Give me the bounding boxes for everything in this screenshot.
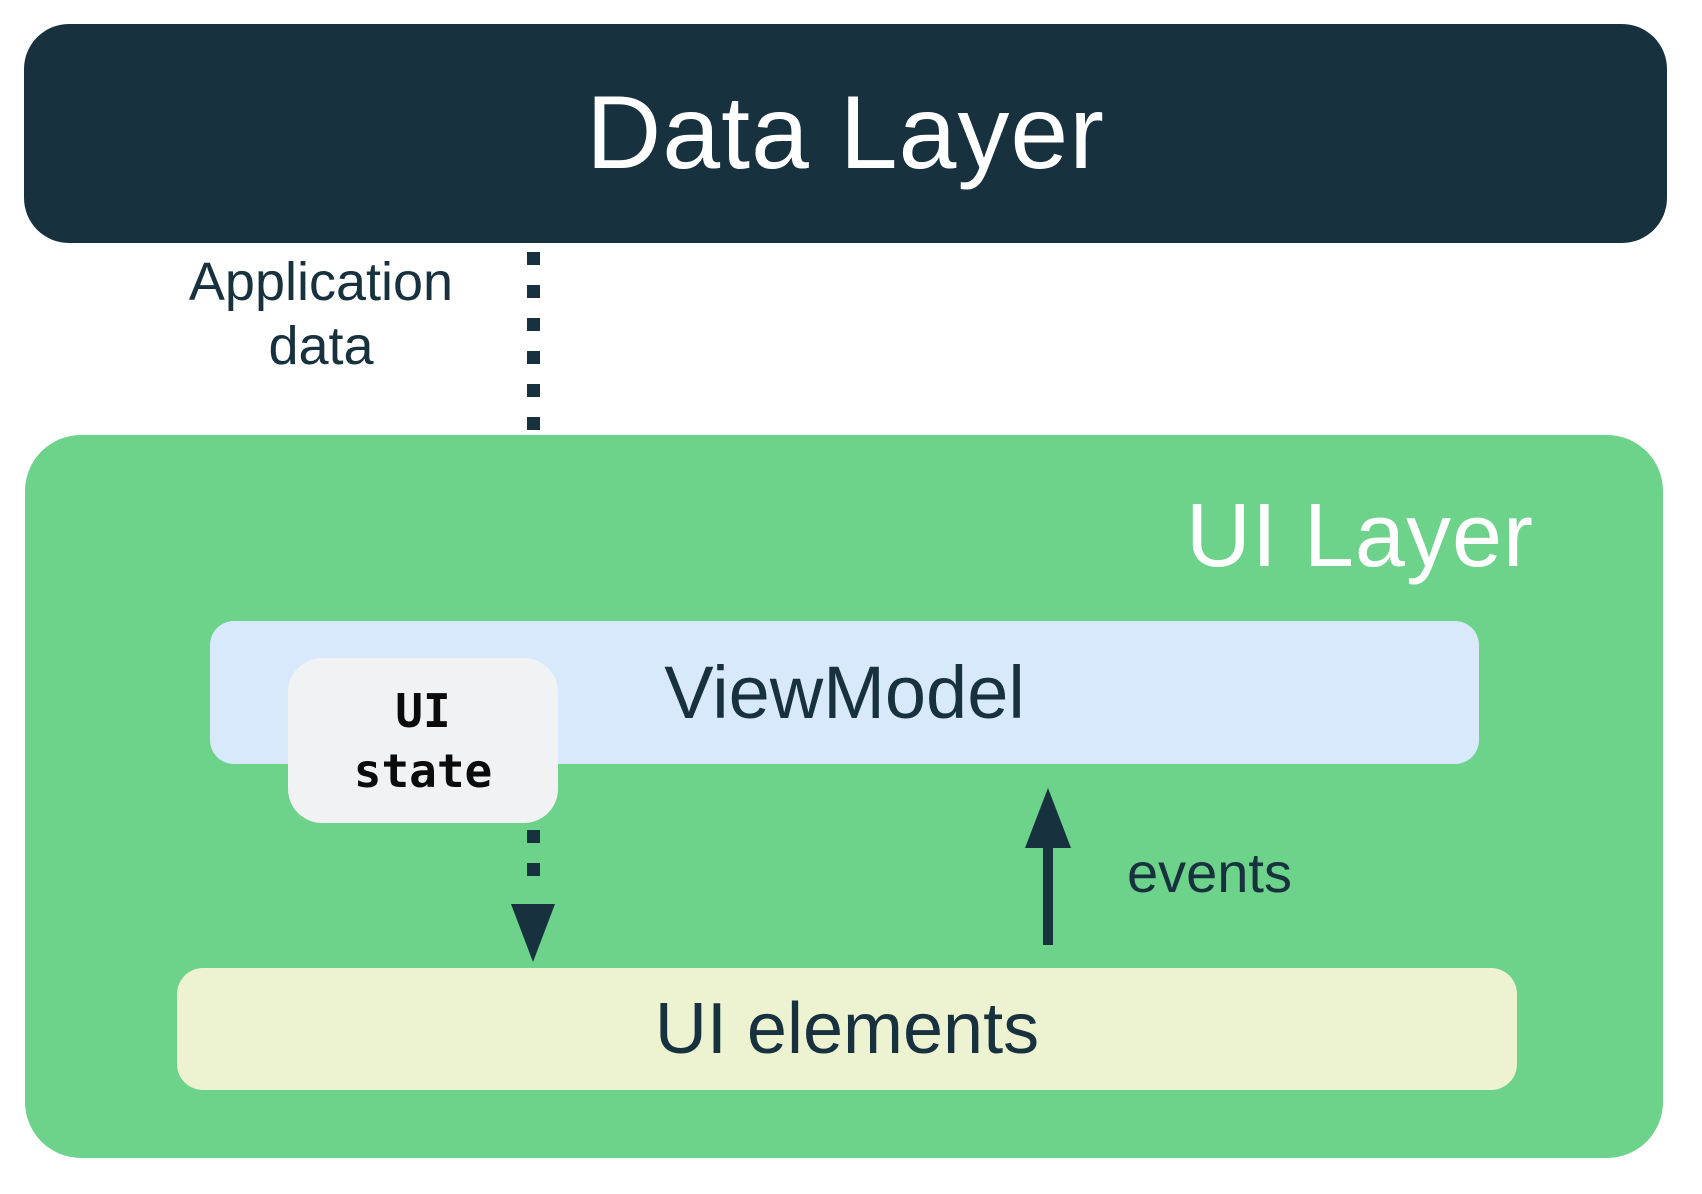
ui-elements-box: UI elements	[177, 968, 1517, 1090]
data-layer-box: Data Layer	[24, 24, 1667, 243]
events-label: events	[1127, 841, 1292, 904]
ui-elements-label: UI elements	[654, 989, 1040, 1069]
viewmodel-label: ViewModel	[664, 651, 1025, 734]
events-arrow-shaft	[1043, 846, 1053, 945]
data-layer-label: Data Layer	[586, 75, 1105, 191]
ui-state-line1: UI	[395, 683, 451, 738]
application-data-line2: data	[268, 316, 374, 376]
ui-layer-label: UI Layer	[1185, 486, 1534, 586]
application-data-line1: Application	[188, 252, 454, 312]
ui-state-arrowhead-icon	[511, 904, 555, 962]
ui-state-dotted-line	[527, 830, 540, 876]
ui-state-chip: UI state	[288, 658, 558, 823]
events-arrowhead-icon	[1025, 788, 1071, 848]
application-data-label: Application data	[135, 250, 507, 378]
ui-state-line2: state	[353, 743, 493, 798]
